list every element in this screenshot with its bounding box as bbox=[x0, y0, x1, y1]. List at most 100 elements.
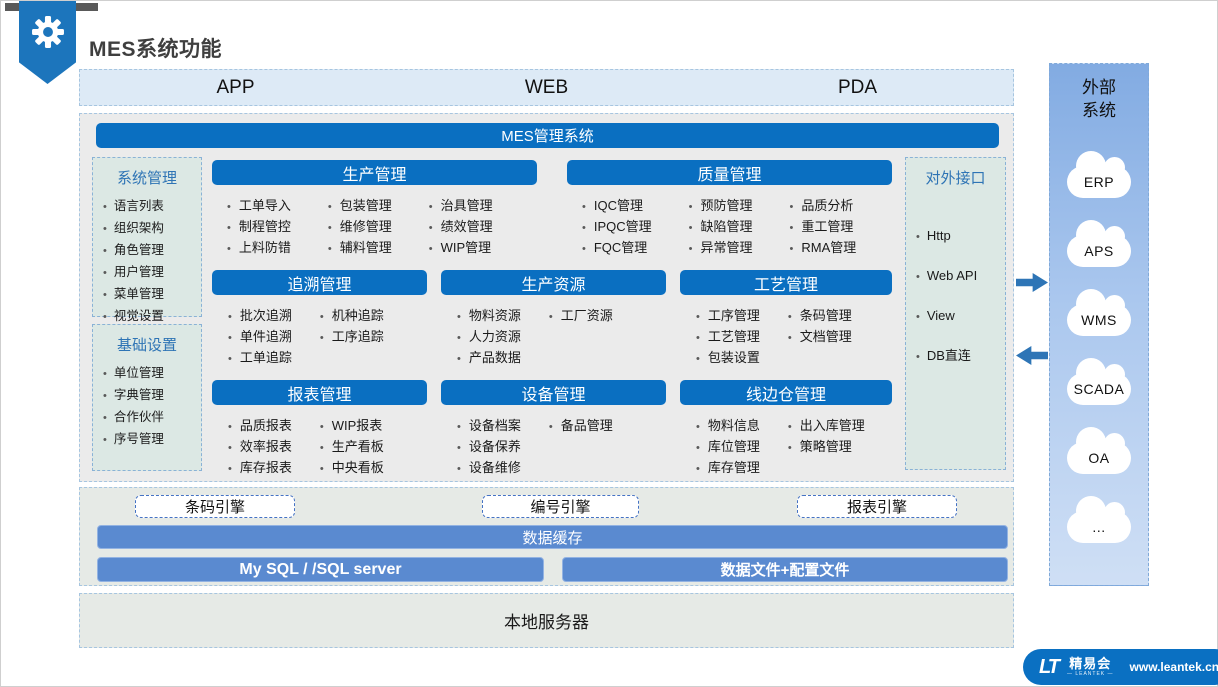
feature-item: 库存管理 bbox=[696, 458, 760, 479]
feature-item: FQC管理 bbox=[582, 238, 652, 259]
client-pda: PDA bbox=[837, 76, 878, 98]
module-row-1: 生产管理 工单导入 制程管控 上料防错 包装管理 维修管理 辅料管理 治具管理 bbox=[212, 160, 892, 259]
module-title: 质量管理 bbox=[567, 160, 892, 185]
cloud-wms: WMS bbox=[1067, 289, 1131, 336]
cloud-scada: SCADA bbox=[1067, 358, 1131, 405]
interface-item: Web API bbox=[914, 266, 1005, 287]
module-row-3: 报表管理 品质报表 效率报表 库存报表 WIP报表 生产看板 中央看板 设备管理 bbox=[212, 380, 892, 479]
feature-item: 用户管理 bbox=[101, 263, 201, 283]
box-items: 语言列表 组织架构 角色管理 用户管理 菜单管理 视觉设置 bbox=[93, 188, 201, 327]
feature-item: 产品数据 bbox=[457, 348, 521, 369]
feature-item: 重工管理 bbox=[790, 217, 857, 238]
barcode-engine-button: 条码引擎 bbox=[135, 495, 295, 518]
module-production-management: 生产管理 工单导入 制程管控 上料防错 包装管理 维修管理 辅料管理 治具管理 bbox=[212, 160, 537, 259]
feature-item: 批次追溯 bbox=[228, 306, 292, 327]
module-grid: 生产管理 工单导入 制程管控 上料防错 包装管理 维修管理 辅料管理 治具管理 bbox=[212, 159, 892, 475]
module-title: 追溯管理 bbox=[212, 270, 427, 295]
module-title: 设备管理 bbox=[441, 380, 666, 405]
system-management-box: 系统管理 语言列表 组织架构 角色管理 用户管理 菜单管理 视觉设置 bbox=[92, 157, 202, 323]
feature-item: IPQC管理 bbox=[582, 217, 652, 238]
module-title: 线边仓管理 bbox=[680, 380, 892, 405]
feature-item: 缺陷管理 bbox=[689, 217, 753, 238]
box-title: 系统管理 bbox=[116, 170, 177, 187]
module-body: 品质报表 效率报表 库存报表 WIP报表 生产看板 中央看板 bbox=[212, 405, 427, 479]
feature-item: 包装管理 bbox=[328, 196, 392, 217]
feature-item: 工单追踪 bbox=[228, 348, 292, 369]
external-interface-box: 对外接口 Http Web API View DB直连 bbox=[905, 157, 1006, 470]
cloud-label: WMS bbox=[1081, 312, 1117, 328]
feature-item: 策略管理 bbox=[788, 437, 865, 458]
box-items: 单位管理 字典管理 合作伙伴 序号管理 bbox=[93, 355, 201, 450]
data-files-bar: 数据文件+配置文件 bbox=[562, 557, 1008, 582]
feature-item: 单位管理 bbox=[101, 364, 201, 384]
cloud-more: … bbox=[1067, 496, 1131, 543]
module-body: 工单导入 制程管控 上料防错 包装管理 维修管理 辅料管理 治具管理 绩效管理 … bbox=[212, 185, 537, 259]
feature-item: 工艺管理 bbox=[696, 327, 760, 348]
box-title: 基础设置 bbox=[116, 337, 177, 354]
module-body: 设备档案 设备保养 设备维修 备品管理 bbox=[441, 405, 666, 479]
basic-settings-box: 基础设置 单位管理 字典管理 合作伙伴 序号管理 bbox=[92, 324, 202, 471]
feature-item: WIP报表 bbox=[320, 416, 384, 437]
feature-item: 工序管理 bbox=[696, 306, 760, 327]
feature-item: 上料防错 bbox=[227, 238, 291, 259]
brand-name: 精易会 bbox=[1069, 656, 1112, 671]
feature-item: 菜单管理 bbox=[101, 285, 201, 305]
module-quality-management: 质量管理 IQC管理 IPQC管理 FQC管理 预防管理 缺陷管理 异常管理 品… bbox=[567, 160, 892, 259]
module-title: 生产管理 bbox=[212, 160, 537, 185]
data-cache-bar: 数据缓存 bbox=[97, 525, 1008, 549]
feature-item: 条码管理 bbox=[788, 306, 852, 327]
module-body: IQC管理 IPQC管理 FQC管理 预防管理 缺陷管理 异常管理 品质分析 重… bbox=[567, 185, 892, 259]
module-body: 物料资源 人力资源 产品数据 工厂资源 bbox=[441, 295, 666, 369]
feature-item: 设备维修 bbox=[457, 458, 521, 479]
feature-item: 效率报表 bbox=[228, 437, 292, 458]
module-report-management: 报表管理 品质报表 效率报表 库存报表 WIP报表 生产看板 中央看板 bbox=[212, 380, 427, 479]
mes-system-container: MES管理系统 系统管理 语言列表 组织架构 角色管理 用户管理 菜单管理 视觉… bbox=[79, 113, 1014, 482]
feature-item: 维修管理 bbox=[328, 217, 392, 238]
feature-item: IQC管理 bbox=[582, 196, 652, 217]
module-title: 生产资源 bbox=[441, 270, 666, 295]
brand-subtitle: — LEANTEK — bbox=[1066, 671, 1114, 677]
page-title: MES系统功能 bbox=[89, 38, 223, 61]
feature-item: 出入库管理 bbox=[788, 416, 865, 437]
arrow-left-icon bbox=[1016, 346, 1048, 365]
module-production-resources: 生产资源 物料资源 人力资源 产品数据 工厂资源 bbox=[441, 270, 666, 369]
module-traceability-management: 追溯管理 批次追溯 单件追溯 工单追踪 机种追踪 工序追踪 bbox=[212, 270, 427, 369]
module-lineside-warehouse-management: 线边仓管理 物料信息 库位管理 库存管理 出入库管理 策略管理 bbox=[680, 380, 892, 479]
feature-item: WIP管理 bbox=[429, 238, 493, 259]
cloud-label: APS bbox=[1084, 243, 1114, 259]
gear-badge bbox=[19, 1, 76, 84]
feature-item: RMA管理 bbox=[790, 238, 856, 259]
module-equipment-management: 设备管理 设备档案 设备保养 设备维修 备品管理 bbox=[441, 380, 666, 479]
interface-item: DB直连 bbox=[914, 346, 1005, 367]
numbering-engine-button: 编号引擎 bbox=[482, 495, 639, 518]
module-title: 工艺管理 bbox=[680, 270, 892, 295]
cloud-label: SCADA bbox=[1073, 381, 1125, 397]
feature-item: 异常管理 bbox=[689, 238, 753, 259]
feature-item: 文档管理 bbox=[788, 327, 852, 348]
arrow-right-icon bbox=[1016, 273, 1048, 292]
feature-item: 设备保养 bbox=[457, 437, 521, 458]
report-engine-button: 报表引擎 bbox=[797, 495, 957, 518]
feature-item: 字典管理 bbox=[101, 386, 201, 406]
module-body: 批次追溯 单件追溯 工单追踪 机种追踪 工序追踪 bbox=[212, 295, 427, 369]
feature-item: 合作伙伴 bbox=[101, 408, 201, 428]
client-app: APP bbox=[216, 76, 255, 98]
feature-item: 工序追踪 bbox=[320, 327, 384, 348]
feature-item: 品质分析 bbox=[790, 196, 857, 217]
mes-system-title-bar: MES管理系统 bbox=[96, 123, 999, 148]
feature-item: 工单导入 bbox=[227, 196, 291, 217]
brand-block: 精易会 — LEANTEK — bbox=[1067, 657, 1114, 677]
feature-item: 绩效管理 bbox=[429, 217, 493, 238]
module-title: 报表管理 bbox=[212, 380, 427, 405]
box-title: 对外接口 bbox=[925, 170, 986, 187]
external-systems-title: 外部 系统 bbox=[1082, 78, 1116, 120]
client-layer-bar: APP WEB PDA bbox=[79, 69, 1014, 106]
feature-item: 预防管理 bbox=[689, 196, 753, 217]
engine-data-panel: 条码引擎 编号引擎 报表引擎 数据缓存 My SQL / /SQL server… bbox=[79, 487, 1014, 586]
feature-item: 中央看板 bbox=[320, 458, 384, 479]
interface-item: View bbox=[914, 306, 1005, 327]
feature-item: 单件追溯 bbox=[228, 327, 292, 348]
module-body: 工序管理 工艺管理 包装设置 条码管理 文档管理 bbox=[680, 295, 892, 369]
feature-item: 制程管控 bbox=[227, 217, 291, 238]
